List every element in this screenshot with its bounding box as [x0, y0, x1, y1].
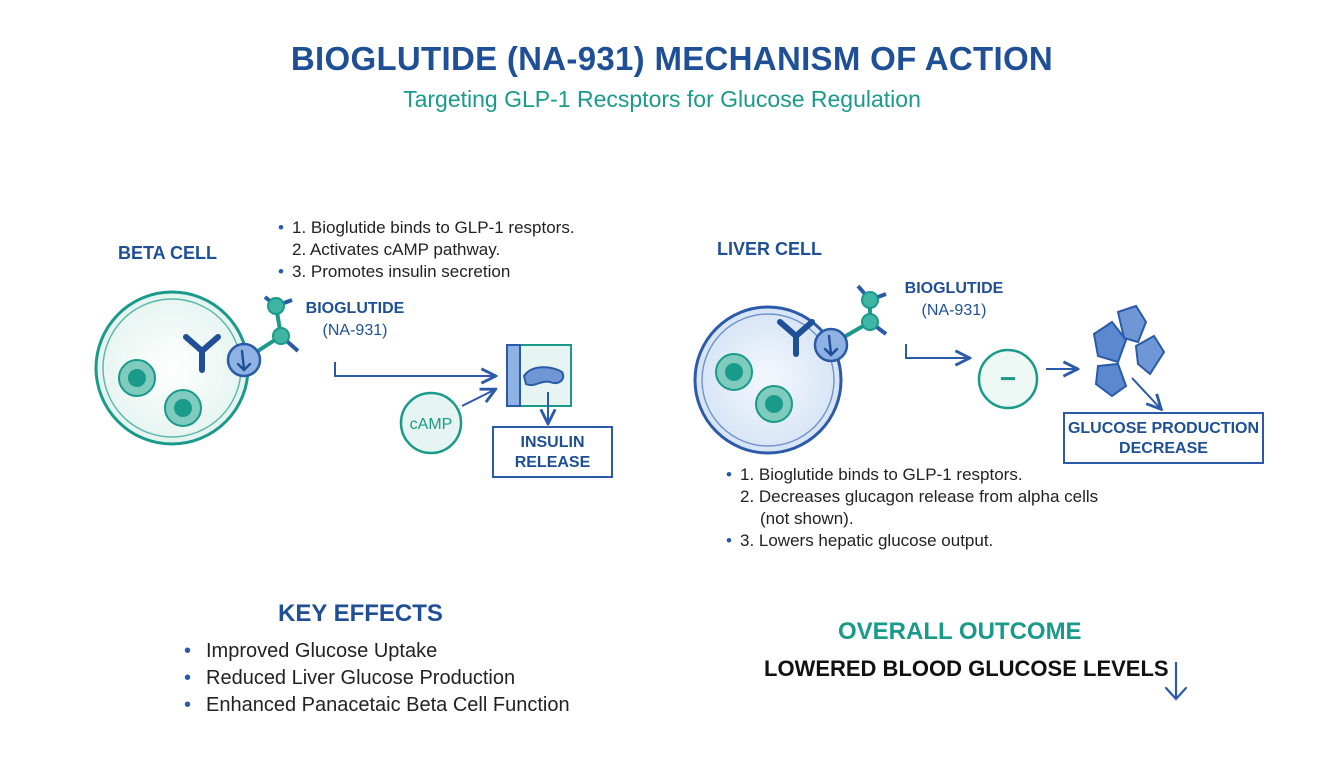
beta-step-1: 1. Bioglutide binds to GLP-1 resptors. [278, 217, 575, 239]
nucleus-icon [118, 359, 156, 397]
beta-cell-steps: 1. Bioglutide binds to GLP-1 resptors. 2… [278, 217, 575, 283]
liver-step-2-cont: (not shown). [760, 509, 854, 528]
liver-tissue-icon [1092, 304, 1166, 408]
beta-step-3: 3. Promotes insulin secretion [278, 261, 575, 283]
camp-label: cAMP [410, 416, 453, 433]
key-effect-item: Enhanced Panacetaic Beta Cell Function [184, 692, 570, 719]
page-subtitle: Targeting GLP-1 Recsptors for Glucose Re… [403, 86, 921, 112]
down-arrow-icon [1164, 662, 1188, 701]
glucose-box-line1: GLUCOSE PRODUCTION [1067, 420, 1260, 437]
molecule-icon [813, 284, 888, 363]
inhibition-symbol: − [1000, 363, 1016, 394]
arrow [334, 362, 494, 376]
page-title: BIOGLUTIDE (NA-931) MECHANISM OF ACTION [290, 40, 1054, 77]
inhibition-icon: − [977, 348, 1039, 410]
camp-node: cAMP [399, 391, 463, 455]
key-effects-list: Improved Glucose Uptake Reduced Liver Gl… [184, 638, 570, 719]
beta-cell [94, 290, 250, 446]
beta-drug-code: (NA-931) [322, 322, 388, 339]
liver-drug-label: BIOGLUTIDE (NA-931) [898, 278, 1010, 322]
beta-drug-name: BIOGLUTIDE [305, 300, 405, 317]
receptor-icon [183, 334, 221, 373]
outcome-heading: OVERALL OUTCOME [838, 618, 1082, 645]
liver-cell-steps: 1. Bioglutide binds to GLP-1 resptors. 2… [726, 464, 1099, 552]
liver-cell [693, 305, 843, 455]
arrow [905, 344, 968, 358]
liver-cell-label: LIVER CELL [717, 239, 823, 259]
key-effect-item: Improved Glucose Uptake [184, 638, 570, 665]
beta-cell-label: BETA CELL [118, 243, 217, 263]
molecule-icon [226, 295, 300, 378]
liver-step-1: 1. Bioglutide binds to GLP-1 resptors. [726, 464, 1098, 486]
liver-drug-name: BIOGLUTIDE [904, 280, 1004, 297]
receptor-icon [777, 319, 815, 357]
glucose-production-box: GLUCOSE PRODUCTION DECREASE [1063, 412, 1264, 464]
liver-step-3: 3. Lowers hepatic glucose output. [726, 530, 1098, 552]
glucose-box-line2: DECREASE [1119, 440, 1208, 457]
nucleus-icon [715, 353, 753, 391]
vesicle-icon [506, 344, 572, 407]
liver-step-2: 2. Decreases glucagon release from alpha… [740, 487, 1099, 506]
insulin-release-box: INSULIN RELEASE [492, 426, 613, 478]
key-effect-item: Reduced Liver Glucose Production [184, 665, 570, 692]
insulin-box-line2: RELEASE [514, 454, 591, 471]
beta-step-2: 2. Activates cAMP pathway. [292, 240, 501, 259]
key-effects-heading: KEY EFFECTS [278, 600, 443, 627]
outcome-text: LOWERED BLOOD GLUCOSE LEVELS [764, 656, 1169, 681]
nucleus-icon [164, 389, 202, 427]
nucleus-icon [755, 385, 793, 423]
arrow [461, 390, 494, 407]
liver-drug-code: (NA-931) [921, 302, 987, 319]
insulin-box-line1: INSULIN [520, 434, 585, 451]
beta-drug-label: BIOGLUTIDE (NA-931) [300, 298, 410, 342]
